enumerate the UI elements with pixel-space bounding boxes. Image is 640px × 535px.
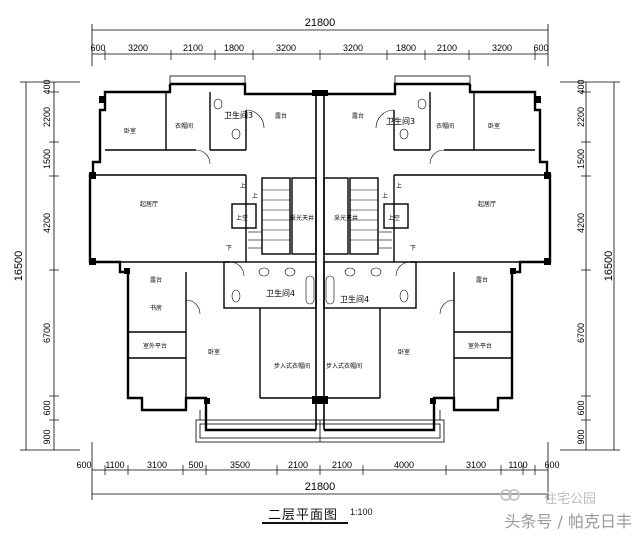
label-void-l: 上空 <box>236 214 248 222</box>
bottom-dim-3: 3100 <box>147 460 167 470</box>
label-down-2: 下 <box>410 245 416 252</box>
label-bedroom-bl: 卧室 <box>208 348 220 356</box>
left-dim-labels: 400 2200 1500 4200 6700 600 900 <box>42 79 52 444</box>
drawing-caption: 二层平面图 1:100 <box>262 500 402 524</box>
top-dim-6: 3200 <box>343 43 363 53</box>
bottom-dim-11: 600 <box>544 460 559 470</box>
top-dim-3: 2100 <box>183 43 203 53</box>
label-up-1: 上 <box>240 182 246 190</box>
top-dim-5: 3200 <box>276 43 296 53</box>
label-bedroom-tr: 卧室 <box>488 122 500 130</box>
watermark-line1: 住宅公园 <box>543 492 596 507</box>
total-depth-left: 16500 <box>13 251 25 282</box>
total-depth-right: 16500 <box>603 251 615 282</box>
label-bedroom-br: 卧室 <box>398 348 410 356</box>
bottom-dim-7: 2100 <box>332 460 352 470</box>
label-balcony-tl: 露台 <box>275 112 287 120</box>
top-dim-1: 600 <box>90 43 105 53</box>
top-dim-9: 3200 <box>492 43 512 53</box>
left-dim-3: 1500 <box>42 149 52 169</box>
label-wc3-left: 卫生间3 <box>224 110 253 120</box>
drawing-title: 二层平面图 <box>268 508 339 523</box>
right-dim-2: 2200 <box>576 107 586 127</box>
watermark-line2: 头条号 / 帕克日丰 <box>504 512 632 531</box>
right-dim-6: 600 <box>576 400 586 415</box>
bottom-dimensions <box>91 442 549 500</box>
label-living-l: 起居厅 <box>140 200 158 208</box>
bottom-dim-6: 2100 <box>288 460 308 470</box>
label-wc3-right: 卫生间3 <box>386 116 415 126</box>
label-bedroom-tl: 卧室 <box>124 127 136 135</box>
central-wall <box>315 94 325 430</box>
bottom-dim-4: 500 <box>188 460 203 470</box>
right-dimensions <box>560 81 620 451</box>
label-balcony-tr: 露台 <box>352 112 364 120</box>
top-dim-10: 600 <box>533 43 548 53</box>
label-cloak-tr: 衣帽间 <box>436 122 454 130</box>
label-wc4-right: 卫生间4 <box>340 294 369 304</box>
top-railing <box>169 75 471 85</box>
plumbing-fixtures <box>213 98 427 305</box>
interior-walls <box>90 92 550 399</box>
bottom-dim-9: 3100 <box>466 460 486 470</box>
door-swings <box>185 109 455 315</box>
label-terrace-l: 室外平台 <box>143 342 167 350</box>
right-dim-labels: 400 2200 1500 4200 6700 600 900 <box>576 79 586 444</box>
drawing-scale: 1:100 <box>350 507 373 517</box>
right-dim-1: 400 <box>576 79 586 94</box>
top-dim-7: 1800 <box>396 43 416 53</box>
label-up-2: 上 <box>396 182 402 190</box>
label-up-3: 上 <box>252 192 258 200</box>
right-dim-7: 900 <box>576 429 586 444</box>
room-labels: 卧室 衣帽间 卫生间3 露台 露台 卫生间3 衣帽间 卧室 起居厅 起居厅 上空… <box>124 110 500 370</box>
watermark-logo-icon <box>500 489 520 501</box>
columns <box>89 90 551 404</box>
label-skylight-r: 采光天井 <box>334 214 358 222</box>
left-dim-7: 900 <box>42 429 52 444</box>
label-wardrobe-l: 步入式衣帽间 <box>274 362 310 370</box>
label-skylight-l: 采光天井 <box>290 214 314 222</box>
watermark: 住宅公园 头条号 / 帕克日丰 <box>432 488 632 532</box>
top-dim-8: 2100 <box>437 43 457 53</box>
left-dim-4: 4200 <box>42 213 52 233</box>
label-up-4: 上 <box>382 192 388 200</box>
right-dim-3: 1500 <box>576 149 586 169</box>
exterior-walls <box>88 82 552 432</box>
balcony-railing <box>195 410 445 443</box>
bottom-dim-5: 3500 <box>230 460 250 470</box>
label-void-r: 上空 <box>388 214 400 222</box>
right-dim-4: 4200 <box>576 213 586 233</box>
bottom-dim-2: 1100 <box>105 460 124 470</box>
bottom-dim-labels: 600 1100 3100 500 3500 2100 2100 4000 31… <box>76 460 559 470</box>
label-down-1: 下 <box>226 245 232 252</box>
top-dimensions <box>91 24 549 66</box>
left-dim-5: 6700 <box>42 323 52 343</box>
label-wardrobe-r: 步入式衣帽间 <box>326 362 362 370</box>
bottom-dim-10: 1100 <box>508 460 527 470</box>
label-balcony-mr: 露台 <box>476 276 488 284</box>
label-wc4-left: 卫生间4 <box>266 288 295 298</box>
right-dim-5: 6700 <box>576 323 586 343</box>
label-cloak-tl: 衣帽间 <box>175 122 193 130</box>
label-living-r: 起居厅 <box>478 200 496 208</box>
caption-underline <box>262 522 348 524</box>
stairs <box>248 189 392 249</box>
bottom-dim-8: 4000 <box>394 460 414 470</box>
label-study: 书房 <box>150 304 162 312</box>
left-dimensions <box>20 81 80 451</box>
left-dim-2: 2200 <box>42 107 52 127</box>
top-dim-labels: 600 3200 2100 1800 3200 3200 1800 2100 3… <box>90 43 548 53</box>
label-terrace-r: 室外平台 <box>468 342 492 350</box>
total-width-top: 21800 <box>305 17 336 29</box>
bottom-dim-1: 600 <box>76 460 91 470</box>
left-dim-1: 400 <box>42 79 52 94</box>
top-dim-2: 3200 <box>128 43 148 53</box>
top-dim-4: 1800 <box>224 43 244 53</box>
total-width-bottom: 21800 <box>305 481 336 493</box>
left-dim-6: 600 <box>42 400 52 415</box>
label-balcony-ml: 露台 <box>150 276 162 284</box>
